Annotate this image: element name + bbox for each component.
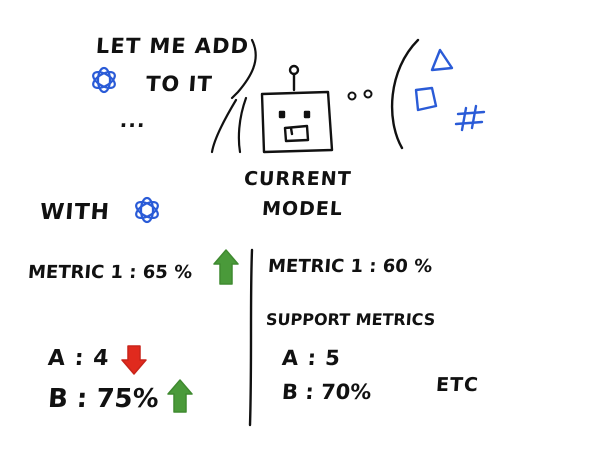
arrow-up-icon-b: [167, 379, 193, 413]
ellipsis: ...: [119, 108, 147, 132]
arrow-down-icon: [121, 345, 147, 375]
thought-bubble-arc: [390, 38, 420, 150]
thought-dot-2: [363, 89, 373, 99]
robot-mouth: [283, 124, 310, 143]
atom-icon: [92, 66, 116, 94]
right-metric1: METRIC 1 : 60 %: [267, 256, 433, 277]
left-metric-a: A : 4: [47, 346, 111, 371]
panel-divider: [248, 248, 254, 427]
support-metrics-label: SUPPORT METRICS: [265, 310, 436, 329]
left-metric-b: B : 75%: [46, 384, 160, 414]
right-metric-a: A : 5: [281, 346, 342, 370]
robot-head: [260, 90, 334, 154]
speech-line-1: LET ME ADD: [95, 34, 250, 58]
right-metric-b: B : 70%: [281, 380, 373, 404]
robot-right-eye: [303, 110, 311, 119]
atom-icon-with: [135, 196, 159, 224]
robot-caption-line-1: CURRENT: [243, 168, 353, 190]
speech-bubble-tail: [210, 38, 257, 154]
thought-dot-1: [347, 91, 357, 101]
triangle-icon: [430, 48, 454, 72]
arrow-up-icon: [213, 249, 239, 285]
with-label: WITH: [39, 200, 111, 225]
etc-label: ETC: [435, 374, 480, 396]
left-metric1: METRIC 1 : 65 %: [27, 262, 193, 283]
robot-caption-line-2: MODEL: [261, 198, 344, 220]
robot-icon: [260, 64, 334, 154]
speech-line-2: TO IT: [145, 72, 214, 96]
robot-left-eye: [278, 110, 286, 119]
square-icon: [414, 86, 438, 112]
hash-icon: [454, 104, 486, 132]
